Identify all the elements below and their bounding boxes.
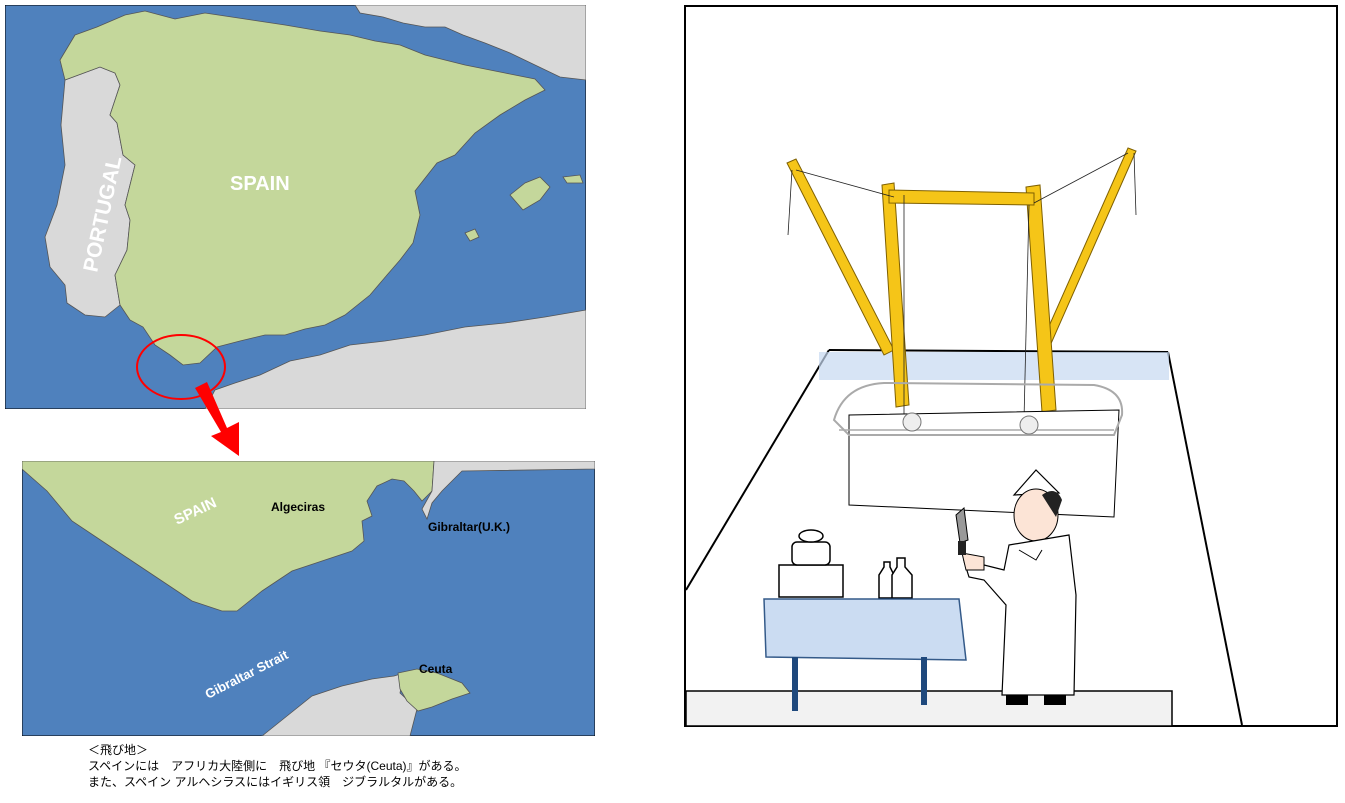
spain-label: SPAIN <box>230 173 290 195</box>
glass-panel <box>819 352 1169 380</box>
iberia-map: PORTUGAL SPAIN <box>5 5 586 409</box>
spain-land <box>22 461 435 612</box>
room-wall-right <box>1167 351 1243 726</box>
caption: ＜飛び地＞ スペインには アフリカ大陸側に 飛び地 『セウタ(Ceuta)』があ… <box>88 742 467 790</box>
balearic-island <box>464 228 480 242</box>
ceuta-label: Ceuta <box>419 662 453 676</box>
caption-line-1: スペインには アフリカ大陸側に 飛び地 『セウタ(Ceuta)』がある。 <box>88 759 467 773</box>
crane <box>786 147 1137 421</box>
balearic-island <box>562 174 584 184</box>
butcher-scene <box>684 5 1338 727</box>
highlight-circle <box>136 334 226 400</box>
ceuta-land <box>397 668 471 712</box>
caption-line-2: また、スペイン アルヘシラスにはイギリス領 ジブラルタルがある。 <box>88 775 463 789</box>
butcher-figure <box>955 469 1077 705</box>
balearic-island <box>509 176 551 211</box>
spain-land <box>59 10 546 366</box>
gibraltar-land <box>421 461 595 521</box>
items-on-table <box>778 529 913 599</box>
room-wall-left <box>685 349 830 591</box>
africa-land <box>204 309 586 409</box>
glass-table <box>763 598 967 711</box>
gibraltar-detail-map: SPAIN Algeciras Gibraltar(U.K.) Gibralta… <box>22 461 595 736</box>
gibraltar-label: Gibraltar(U.K.) <box>428 520 510 534</box>
zoom-arrow <box>195 382 239 456</box>
africa-land <box>261 672 418 736</box>
france-land <box>354 5 586 81</box>
caption-title: ＜飛び地＞ <box>88 743 149 757</box>
floor-platform <box>685 690 1173 727</box>
algeciras-label: Algeciras <box>271 500 325 514</box>
